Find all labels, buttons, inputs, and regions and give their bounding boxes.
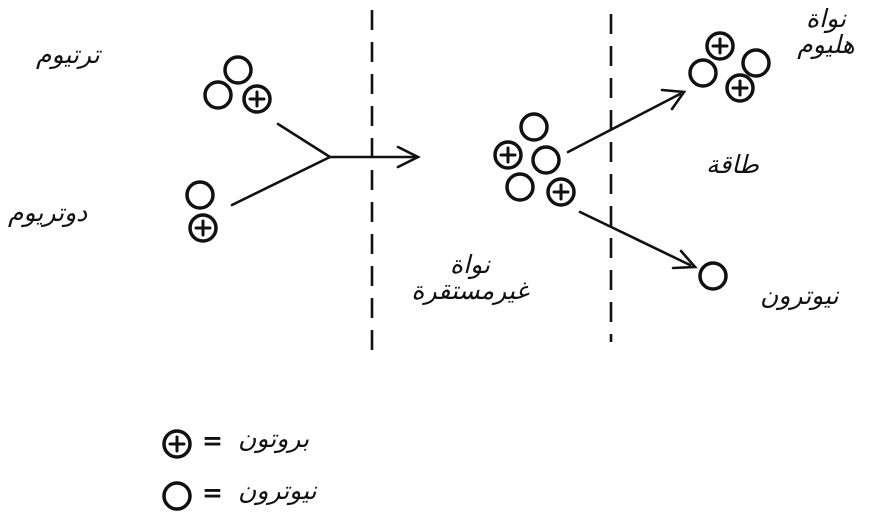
neutron-label: نيوترون bbox=[760, 281, 839, 310]
helium-nucleus-label: نواة هليوم bbox=[776, 4, 876, 60]
unstable-nucleus-label-line2: غيرمستقرة bbox=[411, 276, 529, 306]
tritium-nucleus bbox=[203, 55, 272, 114]
legend-proton-icon bbox=[162, 429, 192, 459]
neutron-particle bbox=[531, 145, 561, 175]
deuterium-label: دوتريوم bbox=[8, 198, 88, 227]
energy-label: طاقة bbox=[706, 150, 759, 179]
arrowhead-icon bbox=[396, 145, 421, 169]
legend-neutron-label: نيوترون bbox=[238, 476, 317, 505]
unstable-nucleus-label: نواة غيرمستقرة bbox=[400, 250, 540, 306]
proton-particle bbox=[725, 73, 755, 103]
helium-arrow bbox=[566, 92, 682, 154]
neutron-arrow bbox=[578, 210, 692, 267]
legend-neutron-equals: = bbox=[202, 478, 223, 507]
released-neutron bbox=[698, 261, 728, 291]
unstable-nucleus-label-line1: نواة bbox=[450, 250, 490, 279]
neutron-particle bbox=[741, 48, 771, 78]
legend-proton-label: بروتون bbox=[238, 424, 310, 453]
proton-particle bbox=[546, 177, 576, 207]
neutron-particle bbox=[185, 180, 215, 210]
tritium-label: ترتيوم bbox=[36, 40, 100, 69]
deuterium-merge-line bbox=[230, 155, 332, 207]
legend-neutron-icon bbox=[162, 481, 192, 511]
proton-particle bbox=[188, 213, 218, 243]
helium-nucleus bbox=[688, 31, 771, 103]
neutron-particle bbox=[203, 80, 233, 110]
legend-proton-equals: = bbox=[202, 426, 223, 455]
tritium-merge-line bbox=[276, 122, 332, 159]
neutron-particle bbox=[223, 55, 253, 85]
proton-particle bbox=[705, 31, 735, 61]
deuterium-nucleus bbox=[185, 180, 218, 243]
arrowhead-icon bbox=[671, 249, 698, 270]
neutron-particle bbox=[688, 58, 718, 88]
proton-particle bbox=[493, 140, 523, 170]
unstable-nucleus bbox=[493, 112, 576, 207]
neutron-particle bbox=[519, 112, 549, 142]
arrowhead-icon bbox=[660, 88, 687, 111]
helium-nucleus-label-line1: نواة bbox=[806, 4, 846, 33]
neutron-particle bbox=[505, 172, 535, 202]
proton-particle bbox=[242, 84, 272, 114]
helium-nucleus-label-line2: هليوم bbox=[797, 30, 855, 60]
